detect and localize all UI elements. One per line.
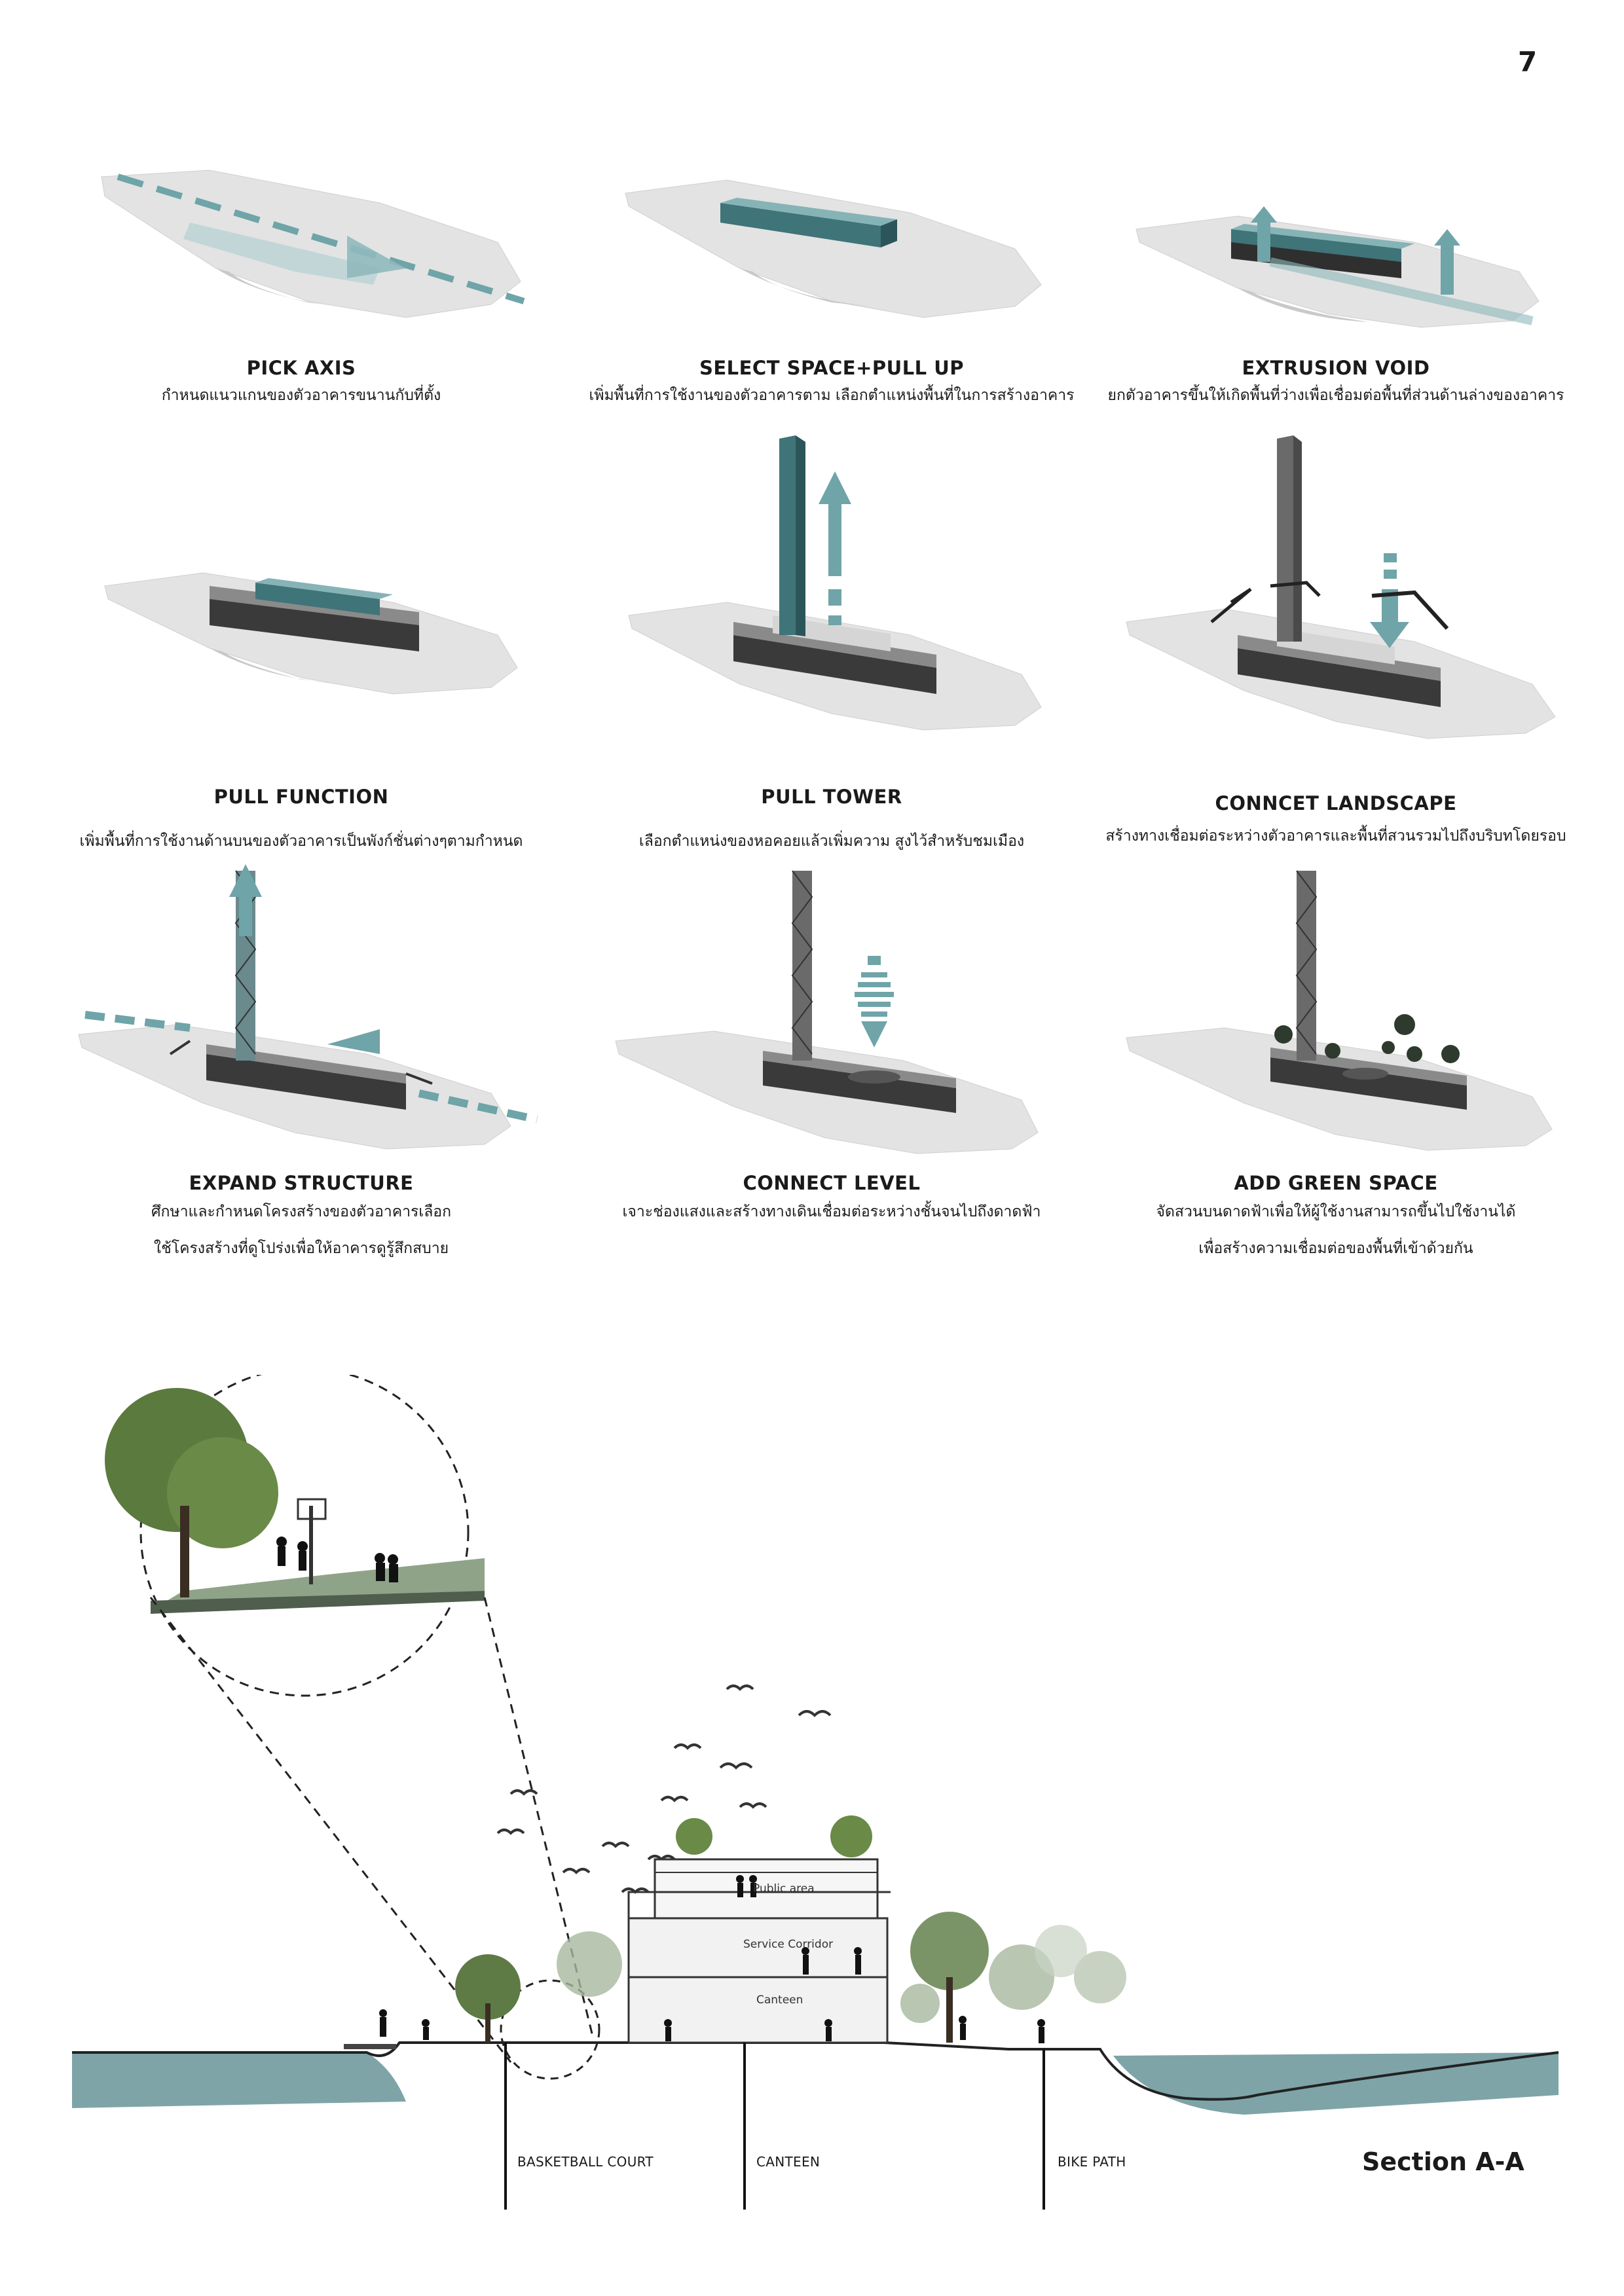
section-trees <box>455 1912 1126 2043</box>
page-number: 7 <box>1518 46 1538 78</box>
step-desc-line2: เพื่อสร้างความเชื่อมต่อของพื้นที่เข้าด้ว… <box>1198 1239 1473 1257</box>
step-desc: ศึกษาและกำหนดโครงสร้างของตัวอาคารเลือก <box>151 1203 452 1220</box>
diagram-extrusion-void <box>1135 206 1540 328</box>
step-add-green-space: ADD GREEN SPACE จัดสวนบนดาดฟ้าเพื่อให้ผู… <box>1074 858 1598 1277</box>
diagram-pull-function <box>104 572 518 695</box>
diagram-connect-level <box>615 870 1039 1154</box>
section-title: Section A-A <box>1362 2147 1524 2176</box>
step-desc: เจาะช่องแสงและสร้างทางเดินเชื่อมต่อระหว่… <box>622 1203 1041 1220</box>
step-title: SELECT SPACE+PULL UP <box>699 357 965 379</box>
diagram-expand-structure <box>78 864 538 1150</box>
floor-label-canteen: Canteen <box>756 1994 803 2007</box>
step-pull-tower: PULL TOWER เลือกตำแหน่งของหอคอยแล้วเพิ่ม… <box>570 426 1094 850</box>
ground-label-bike-path: BIKE PATH <box>1058 2154 1126 2170</box>
diagram-add-green-space <box>1126 870 1553 1151</box>
diagram-connect-landscape <box>1126 435 1556 739</box>
step-title: PICK AXIS <box>246 357 356 379</box>
step-desc: กำหนดแนวแกนของตัวอาคารขนานกับที่ตั้ง <box>161 387 441 404</box>
floor-label-public-area: Public area <box>753 1882 815 1895</box>
step-connect-landscape: CONNCET LANDSCAPE สร้างทางเชื่อมต่อระหว่… <box>1074 426 1598 845</box>
ground-label-canteen: CANTEEN <box>756 2154 821 2170</box>
step-title: EXTRUSION VOID <box>1242 357 1430 379</box>
step-expand-structure: EXPAND STRUCTURE ศึกษาและกำหนดโครงสร้างข… <box>39 858 563 1277</box>
step-title: ADD GREEN SPACE <box>1234 1172 1438 1194</box>
section-building <box>627 1815 891 2044</box>
floor-label-service-corridor: Service Corridor <box>743 1938 834 1951</box>
ground-label-basketball-court: BASKETBALL COURT <box>517 2154 654 2170</box>
diagram-pull-tower <box>628 435 1042 731</box>
step-desc: เพิ่มพื้นที่การใช้งานด้านบนของตัวอาคารเป… <box>79 833 523 850</box>
step-desc: เพิ่มพื้นที่การใช้งานของตัวอาคารตาม เลือ… <box>589 387 1075 404</box>
step-desc: สร้างทางเชื่อมต่อระหว่างตัวอาคารและพื้นท… <box>1105 828 1566 845</box>
step-title: CONNECT LEVEL <box>743 1172 921 1194</box>
step-desc-line2: ใช้โครงสร้างที่ดูโปร่งเพื่อให้อาคารดูรู้… <box>153 1239 449 1257</box>
step-pick-axis: PICK AXIS กำหนดแนวแกนของตัวอาคารขนานกับท… <box>39 131 563 550</box>
basketball-court-zoom <box>105 1375 485 1697</box>
step-desc: เลือกตำแหน่งของหอคอยแล้วเพิ่มความ สูงไว้… <box>638 833 1025 850</box>
step-desc: ยกตัวอาคารขึ้นให้เกิดพื้นที่ว่างเพื่อเชื… <box>1107 387 1564 404</box>
step-title: CONNCET LANDSCAPE <box>1215 792 1457 814</box>
step-title: EXPAND STRUCTURE <box>189 1172 414 1194</box>
step-connect-level: CONNECT LEVEL เจาะช่องแสงและสร้างทางเดิน… <box>570 858 1094 1277</box>
step-desc: จัดสวนบนดาดฟ้าเพื่อให้ผู้ใช้งานสามารถขึ้… <box>1156 1203 1516 1220</box>
step-title: PULL TOWER <box>761 786 902 808</box>
diagram-select-space <box>625 179 1042 318</box>
step-title: PULL FUNCTION <box>213 786 389 808</box>
diagram-pick-axis <box>101 170 525 318</box>
section-drawing <box>72 1375 1559 2210</box>
step-extrusion-void: EXTRUSION VOID ยกตัวอาคารขึ้นให้เกิดพื้น… <box>1074 131 1598 550</box>
step-pull-function: PULL FUNCTION เพิ่มพื้นที่การใช้งานด้านบ… <box>39 426 563 850</box>
step-select-space: SELECT SPACE+PULL UP เพิ่มพื้นที่การใช้ง… <box>570 131 1094 550</box>
